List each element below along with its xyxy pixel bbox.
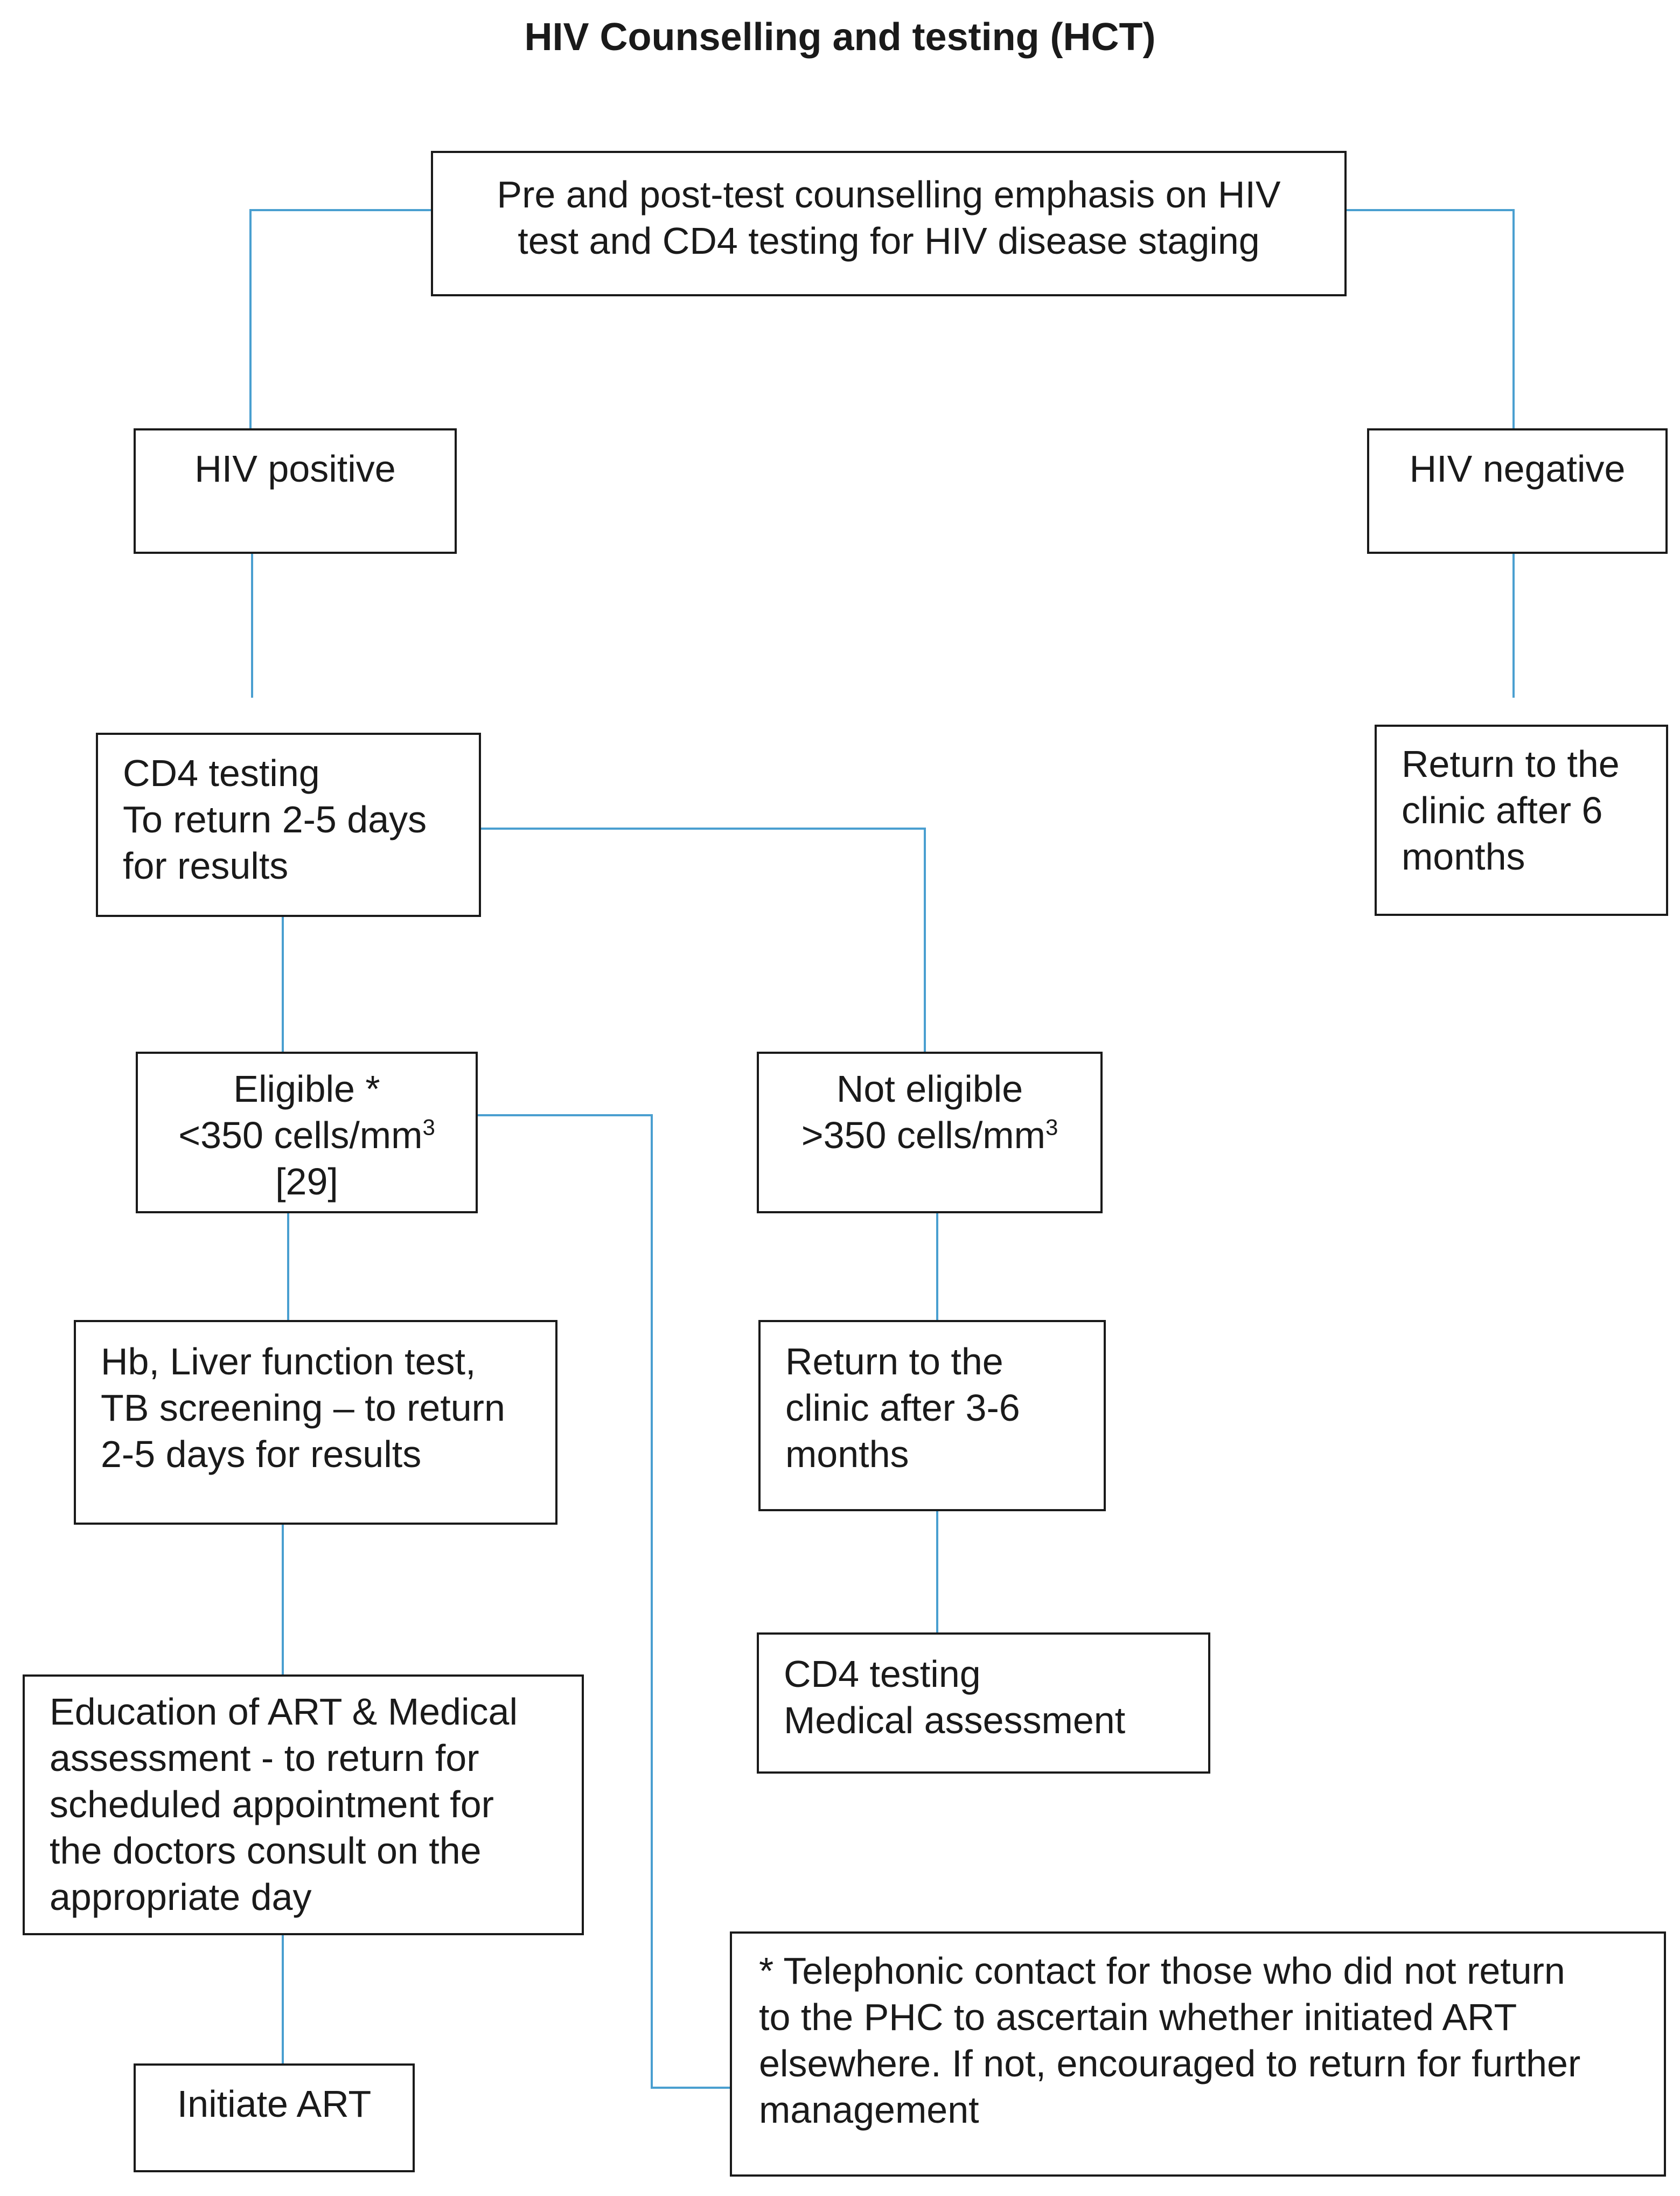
education-box: Education of ART & Medical assessment - …	[23, 1674, 584, 1935]
hb-line-3: 2-5 days for results	[101, 1433, 422, 1475]
cd4-medical-box: CD4 testing Medical assessment	[757, 1632, 1210, 1774]
cd4-medical-line-1: CD4 testing	[784, 1653, 981, 1695]
education-line-2: assessment - to return for	[50, 1737, 479, 1779]
return-6-months-box: Return to the clinic after 6 months	[1375, 725, 1668, 916]
eligible-line-1: Eligible *	[233, 1068, 380, 1110]
education-line-1: Education of ART & Medical	[50, 1691, 518, 1733]
return-3-6-line-3: months	[785, 1433, 909, 1475]
diagram-title: HIV Counselling and testing (HCT)	[524, 16, 1156, 59]
return-6-line-1: Return to the	[1402, 743, 1620, 785]
hb-line-1: Hb, Liver function test,	[101, 1340, 476, 1382]
return-3-6-months-box: Return to the clinic after 3-6 months	[758, 1320, 1106, 1511]
note-line-2: to the PHC to ascertain whether initiate…	[759, 1996, 1517, 2038]
counselling-line-2: test and CD4 testing for HIV disease sta…	[518, 220, 1260, 262]
education-line-5: appropriate day	[50, 1876, 312, 1918]
not-eligible-line-2: >350 cells/mm3	[764, 1112, 1095, 1158]
note-line-1: * Telephonic contact for those who did n…	[759, 1950, 1565, 1992]
cd4-line-1: CD4 testing	[123, 752, 320, 794]
not-eligible-threshold: >350 cells/mm	[801, 1114, 1045, 1156]
not-eligible-box: Not eligible >350 cells/mm3	[757, 1052, 1103, 1213]
hiv-negative-box: HIV negative	[1367, 428, 1668, 554]
cd4-medical-line-2: Medical assessment	[784, 1699, 1126, 1741]
eligible-line-3: [29]	[275, 1160, 338, 1203]
note-line-3: elsewhere. If not, encouraged to return …	[759, 2042, 1581, 2084]
return-6-line-2: clinic after 6	[1402, 789, 1603, 831]
hiv-negative-label: HIV negative	[1409, 448, 1626, 490]
eligible-superscript: 3	[422, 1114, 435, 1140]
education-line-3: scheduled appointment for	[50, 1783, 494, 1825]
eligible-threshold: <350 cells/mm	[178, 1114, 423, 1156]
counselling-box: Pre and post-test counselling emphasis o…	[431, 151, 1347, 296]
connector-counselling-to-positive	[249, 209, 431, 428]
education-line-4: the doctors consult on the	[50, 1830, 482, 1872]
connector-counselling-to-negative	[1347, 209, 1515, 428]
cd4-testing-box: CD4 testing To return 2-5 days for resul…	[96, 733, 481, 917]
connector-cd4-to-not-eligible	[481, 828, 926, 1052]
initiate-art-box: Initiate ART	[134, 2063, 415, 2172]
connector-eligible-to-note	[478, 1114, 730, 2089]
not-eligible-line-1: Not eligible	[836, 1068, 1023, 1110]
hb-tests-box: Hb, Liver function test, TB screening – …	[74, 1320, 557, 1525]
not-eligible-superscript: 3	[1045, 1114, 1058, 1140]
hb-line-2: TB screening – to return	[101, 1387, 505, 1429]
return-3-6-line-2: clinic after 3-6	[785, 1387, 1020, 1429]
cd4-line-2: To return 2-5 days	[123, 798, 427, 840]
cd4-line-3: for results	[123, 845, 289, 887]
hiv-positive-label: HIV positive	[194, 448, 396, 490]
return-3-6-line-1: Return to the	[785, 1340, 1003, 1382]
hiv-positive-box: HIV positive	[134, 428, 457, 554]
counselling-line-1: Pre and post-test counselling emphasis o…	[497, 173, 1281, 216]
note-line-4: management	[759, 2089, 979, 2131]
initiate-art-label: Initiate ART	[177, 2083, 372, 2125]
return-6-line-3: months	[1402, 836, 1525, 878]
eligible-line-2: <350 cells/mm3	[143, 1112, 470, 1158]
eligible-box: Eligible * <350 cells/mm3 [29]	[136, 1052, 478, 1213]
telephonic-note-box: * Telephonic contact for those who did n…	[730, 1931, 1666, 2177]
